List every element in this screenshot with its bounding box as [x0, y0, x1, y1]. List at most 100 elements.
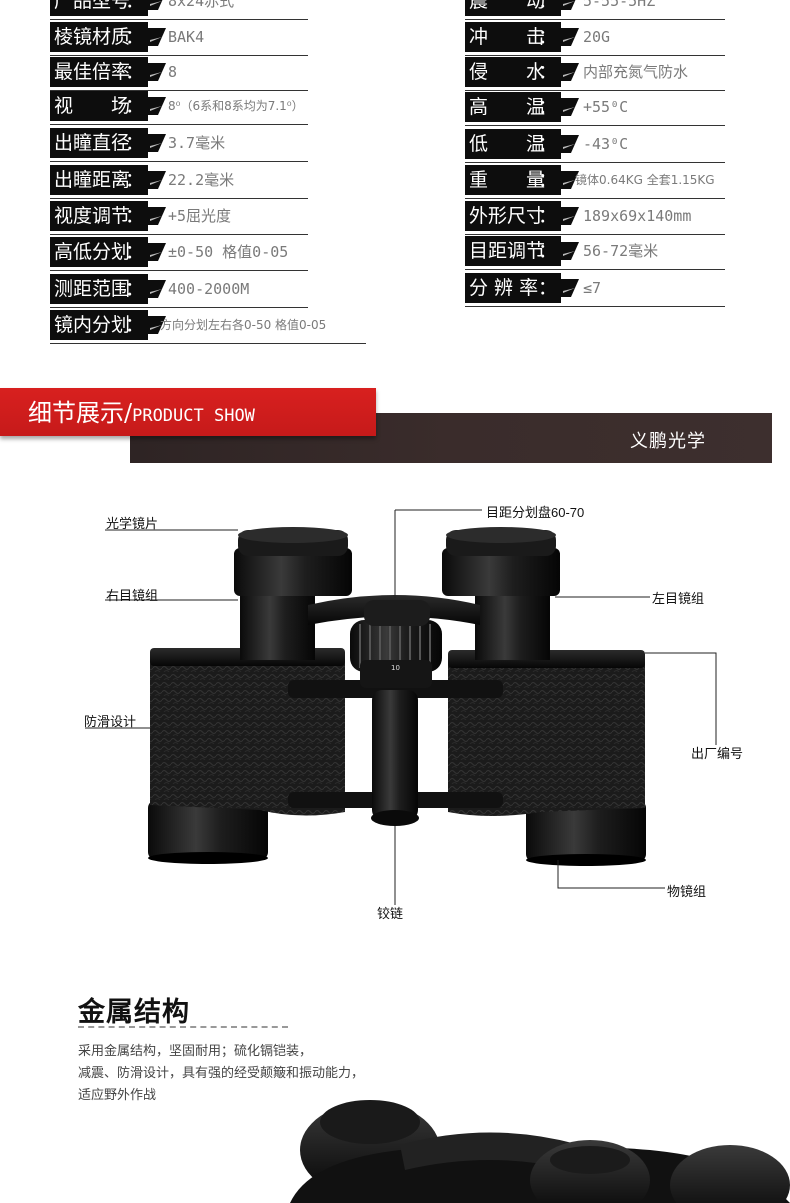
desc-line: 减震、防滑设计，具有强的经受颠簸和振动能力， [78, 1065, 365, 1080]
spec-row-dimensions: 外形尺寸： 189x69x140mm [465, 201, 725, 235]
divider [50, 55, 308, 56]
objective-left [148, 800, 268, 864]
spec-row-magnification: 最佳倍率： 8 [50, 57, 308, 91]
binocular-diagram: 10 [85, 509, 717, 905]
divider [50, 343, 366, 344]
spec-key: 震 动： [465, 0, 561, 16]
spec-key: 视度调节： [50, 201, 148, 231]
spec-row-low-temp: 低 温： -43⁰C [465, 129, 725, 163]
spec-key: 视 场： [50, 91, 148, 121]
dashed-divider [78, 1026, 288, 1028]
arrow-icon [146, 63, 166, 81]
arrow-icon [146, 134, 166, 152]
divider [50, 198, 308, 199]
spec-row-vibration: 震 动： 5-55-5HZ [465, 0, 725, 20]
spec-value: 方向分划左右各0-50 格值0-05 [160, 318, 327, 332]
spec-key: 目距调节： [465, 236, 561, 266]
spec-value: 20G [583, 28, 611, 46]
divider [465, 162, 725, 163]
divider [465, 19, 725, 20]
divider [50, 234, 308, 235]
spec-row-model: 产品型号： 8x24赤式 [50, 0, 308, 20]
arrow-icon [559, 135, 579, 153]
spec-row-field: 视 场： 8⁰（6系和8系均为7.1⁰） [50, 91, 308, 125]
arrow-icon [146, 280, 166, 298]
label-right-eyepiece: 右目镜组 [106, 588, 159, 603]
spec-key: 低 温： [465, 129, 561, 159]
spec-row-ipd: 目距调节： 56-72毫米 [465, 236, 725, 270]
spec-key: 产品型号： [50, 0, 148, 16]
spec-value: 3.7毫米 [168, 134, 226, 152]
metal-structure-title: 金属结构 [78, 997, 190, 1028]
spec-value: +55⁰C [583, 98, 629, 116]
spec-key: 冲 击： [465, 22, 561, 52]
spec-value: BAK4 [168, 28, 205, 46]
spec-row-range: 测距范围： 400-2000M [50, 274, 308, 308]
spec-row-high-temp: 高 温： +55⁰C [465, 92, 725, 126]
spec-value: 8⁰（6系和8系均为7.1⁰） [168, 99, 304, 113]
arrow-icon [146, 28, 166, 46]
arrow-icon [146, 97, 166, 115]
divider [465, 234, 725, 235]
divider [50, 19, 308, 20]
arrow-icon [146, 243, 166, 261]
metal-structure-description: 采用金属结构，坚固耐用；硫化镉铠装， 减震、防滑设计，具有强的经受颠簸和振动能力… [78, 1040, 364, 1106]
arrow-icon [559, 207, 579, 225]
desc-line: 采用金属结构，坚固耐用；硫化镉铠装， [78, 1043, 313, 1058]
spec-key: 高低分划： [50, 237, 148, 267]
label-anti-slip: 防滑设计 [84, 714, 137, 729]
spec-row-internal-reticle: 镜内分划： 方向分划左右各0-50 格值0-05 [50, 310, 366, 344]
spec-value: 内部充氮气防水 [583, 63, 689, 81]
spec-value: +5屈光度 [168, 207, 232, 225]
divider [50, 270, 308, 271]
label-left-eyepiece: 左目镜组 [652, 591, 705, 606]
spec-row-weight: 重 量： 镜体0.64KG 全套1.15KG [465, 165, 725, 199]
body-left [150, 655, 345, 816]
spec-value: 8x24赤式 [168, 0, 235, 10]
brand-name: 义鹏光学 [630, 431, 706, 451]
arrow-icon [559, 242, 579, 260]
spec-key: 测距范围： [50, 274, 148, 304]
arrow-icon [559, 28, 579, 46]
desc-line: 适应野外作战 [78, 1087, 157, 1102]
spec-key: 高 温： [465, 92, 561, 122]
dial-number: 10 [391, 664, 400, 672]
spec-value: 400-2000M [168, 280, 250, 298]
divider [465, 306, 725, 307]
spec-value: -43⁰C [583, 135, 629, 153]
arrow-icon [146, 171, 166, 189]
spec-value: 22.2毫米 [168, 171, 235, 189]
spec-value: ±0-50 格值0-05 [168, 243, 289, 261]
spec-value: 189x69x140mm [583, 207, 692, 225]
label-ipd-scale: 目距分划盘60-70 [486, 505, 585, 520]
spec-key: 分 辨 率： [465, 273, 561, 303]
label-optical-lens: 光学镜片 [106, 516, 159, 531]
eyepiece-left [442, 527, 560, 660]
spec-row-exit-pupil: 出瞳直径： 3.7毫米 [50, 128, 308, 162]
spec-value: 8 [168, 63, 178, 81]
section-title: 细节展示/PRODUCT SHOW [28, 399, 255, 427]
spec-key: 侵 水： [465, 57, 561, 87]
binocular-top-photo [290, 1100, 790, 1203]
divider [465, 55, 725, 56]
objective-right [526, 800, 646, 866]
divider [50, 90, 308, 91]
label-serial-number: 出厂编号 [691, 746, 744, 761]
spec-value: 56-72毫米 [583, 242, 659, 260]
spec-row-elevation-reticle: 高低分划： ±0-50 格值0-05 [50, 237, 308, 271]
focus-wheel [350, 600, 442, 688]
label-objective-group: 物镜组 [667, 884, 707, 899]
spec-key: 棱镜材质： [50, 22, 148, 52]
spec-row-waterproof: 侵 水： 内部充氮气防水 [465, 57, 725, 91]
arrow-icon [559, 279, 579, 297]
divider [50, 124, 308, 125]
spec-key: 镜内分划： [50, 310, 148, 340]
spec-key: 外形尺寸： [465, 201, 561, 231]
divider [50, 307, 308, 308]
spec-row-shock: 冲 击： 20G [465, 22, 725, 56]
divider [465, 125, 725, 126]
spec-key: 出瞳距离： [50, 165, 148, 195]
spec-value: 5-55-5HZ [583, 0, 656, 10]
arrow-icon [146, 316, 166, 334]
divider [465, 198, 725, 199]
